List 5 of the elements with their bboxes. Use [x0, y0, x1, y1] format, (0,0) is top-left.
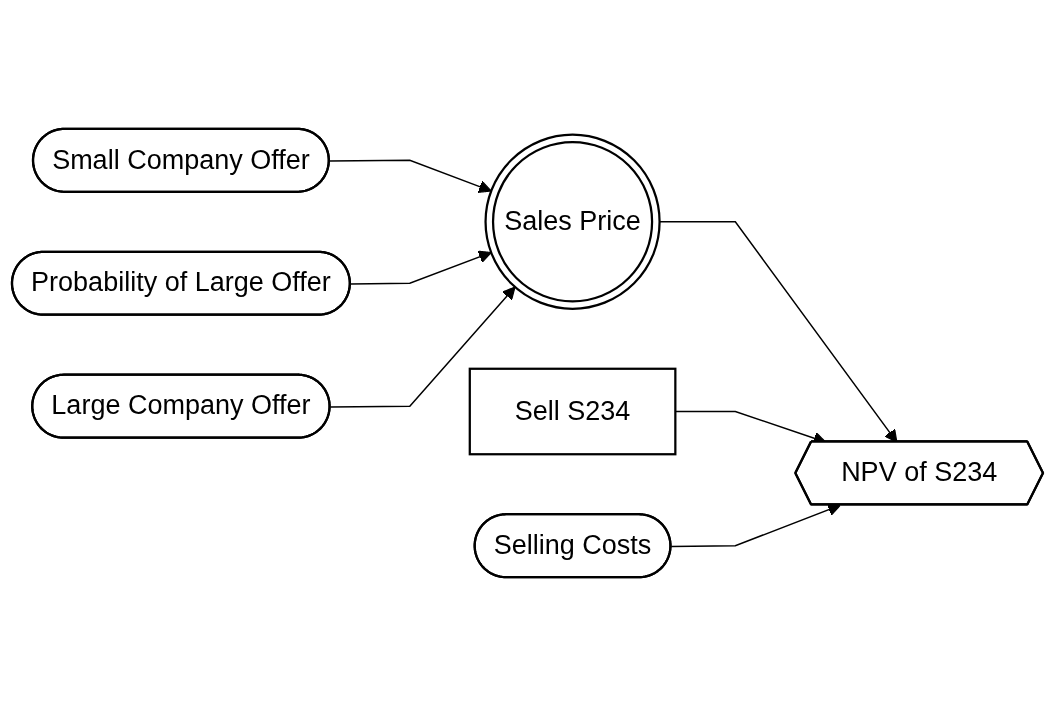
node-circle: Sales Price [484, 133, 661, 310]
arrow [329, 286, 516, 408]
node-box: Sell S234 [468, 367, 677, 456]
arrow [328, 159, 492, 193]
arrow [349, 250, 492, 285]
